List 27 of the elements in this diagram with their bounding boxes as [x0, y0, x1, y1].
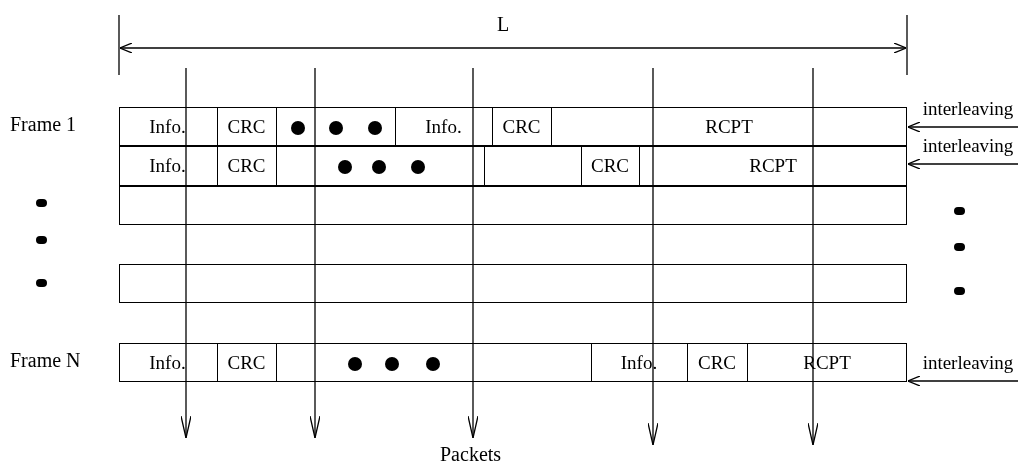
- arrow: [907, 158, 1019, 170]
- frame-label: Frame N: [10, 350, 81, 370]
- field-cell: CRC: [216, 145, 277, 186]
- field-cell: CRC: [216, 106, 277, 146]
- field-cell: RCPT: [551, 106, 907, 146]
- field-cell: CRC: [492, 106, 552, 146]
- interleaving-label: interleaving: [914, 350, 1022, 374]
- frame-row: [119, 186, 907, 225]
- frame-row: [119, 264, 907, 303]
- frame-row: [119, 343, 907, 382]
- field-cell: CRC: [687, 342, 748, 382]
- arrow: [907, 121, 1019, 133]
- arrow: [907, 375, 1019, 387]
- field-cell: CRC: [580, 145, 640, 186]
- frame-row: [119, 107, 907, 146]
- axis-label: Packets: [440, 444, 502, 464]
- field-cell: RCPT: [639, 145, 907, 186]
- field-cell: Info.: [118, 145, 217, 186]
- dimension-label: L: [497, 14, 510, 34]
- interleaving-label: interleaving: [914, 96, 1022, 120]
- interleaving-label: interleaving: [914, 133, 1022, 157]
- field-cell: Info.: [394, 106, 493, 146]
- field-cell: Info.: [118, 106, 217, 146]
- frame-label: Frame 1: [10, 114, 77, 134]
- field-cell: Info.: [118, 342, 217, 382]
- field-cell: CRC: [216, 342, 277, 382]
- frame-row: [119, 146, 907, 186]
